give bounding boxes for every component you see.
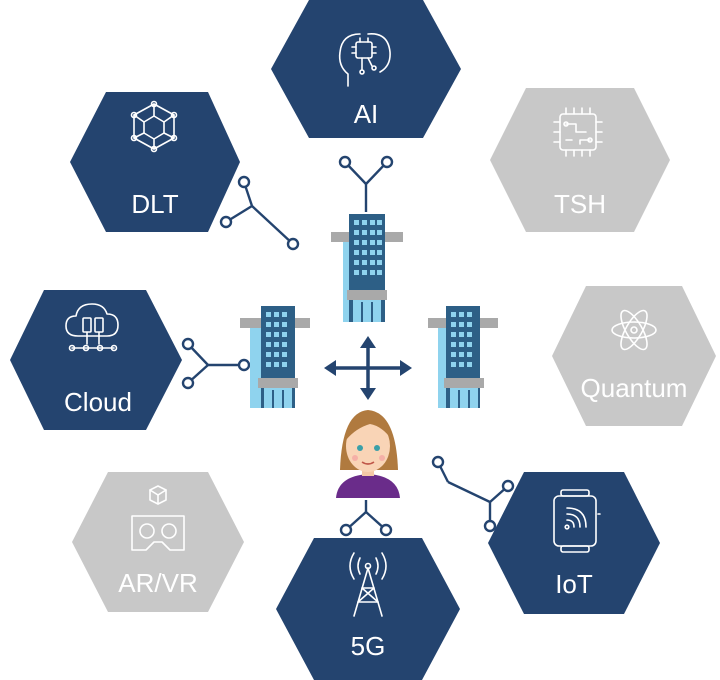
hex-ai-shape	[271, 0, 461, 138]
hex-dlt-shape	[70, 92, 240, 232]
hex-dlt-label: DLT	[131, 189, 178, 219]
brain-chip-icon	[338, 33, 391, 87]
cloud-server-icon	[65, 303, 119, 352]
four-way-arrow-icon	[324, 336, 412, 400]
hex-iot-shape	[488, 472, 660, 614]
woman-avatar-icon	[336, 410, 400, 498]
vr-headset-icon	[131, 485, 185, 551]
building-icon	[240, 306, 310, 408]
connector-iot	[431, 455, 515, 533]
antenna-tower-icon	[349, 552, 387, 617]
smartwatch-icon	[553, 489, 601, 553]
hex-tsh-label: TSH	[554, 189, 606, 219]
hex-cloud-label: Cloud	[64, 387, 132, 417]
connector-dlt	[219, 175, 300, 251]
hex-quantum-label: Quantum	[581, 373, 688, 403]
hex-tsh: TSH	[490, 88, 670, 232]
atom-icon	[611, 309, 657, 351]
building-icon	[428, 306, 498, 408]
hex-5g: 5G	[276, 538, 460, 680]
network-cube-icon	[130, 100, 178, 153]
circuit-chip-icon	[553, 107, 603, 157]
hex-cloud-shape	[10, 290, 182, 430]
hex-ai: AI	[271, 0, 461, 138]
hex-dlt: DLT	[70, 92, 240, 232]
hex-cloud: Cloud	[10, 290, 182, 430]
connector-5g	[339, 500, 393, 537]
hex-iot: IoT	[488, 472, 660, 614]
hex-quantum-shape	[552, 286, 716, 426]
building-icon	[331, 214, 403, 322]
hex-5g-label: 5G	[351, 631, 386, 661]
hex-arvr: AR/VR	[72, 472, 244, 612]
hex-arvr-label: AR/VR	[118, 568, 197, 598]
connector-ai	[338, 155, 394, 212]
hex-tsh-shape	[490, 88, 670, 232]
hex-iot-label: IoT	[555, 569, 593, 599]
connector-cloud	[181, 337, 251, 390]
hex-5g-shape	[276, 538, 460, 680]
hex-quantum: Quantum	[552, 286, 716, 426]
hex-ai-label: AI	[354, 99, 379, 129]
